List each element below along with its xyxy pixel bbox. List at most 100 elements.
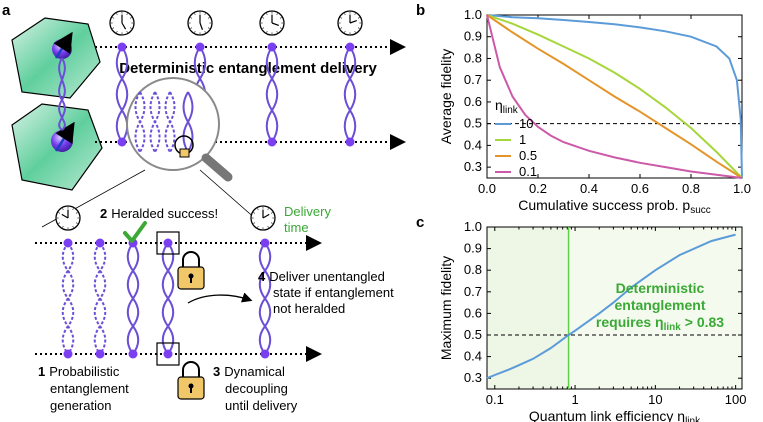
x-tick-label: 1.0 bbox=[733, 181, 751, 196]
step1-line2: entanglement bbox=[50, 381, 129, 396]
threshold-annotation: Deterministic bbox=[616, 280, 705, 296]
clock-tick bbox=[204, 13, 206, 16]
clock-tick bbox=[204, 30, 206, 33]
clock-tick bbox=[75, 222, 78, 224]
node-dot bbox=[345, 42, 355, 52]
x-tick-label: 10 bbox=[648, 392, 662, 407]
clock-tick bbox=[116, 30, 118, 33]
clock-tick bbox=[276, 13, 278, 16]
x-tick-label: 0.8 bbox=[682, 181, 700, 196]
entanglement-strand bbox=[61, 242, 70, 355]
clock-tick bbox=[340, 27, 343, 29]
node-dot bbox=[195, 42, 205, 52]
legend-label: 1 bbox=[519, 132, 526, 147]
x-tick-label: 100 bbox=[725, 392, 747, 407]
magnifier bbox=[41, 77, 266, 228]
clock-tick bbox=[344, 30, 346, 33]
clock-hand bbox=[271, 22, 279, 27]
clock-tick bbox=[116, 13, 118, 16]
crystal-bottom bbox=[11, 103, 103, 191]
y-tick-label: 0.9 bbox=[464, 29, 482, 44]
entanglement-strand bbox=[161, 242, 170, 355]
feasible-region bbox=[568, 227, 742, 389]
x-tick-label: 0.6 bbox=[631, 181, 649, 196]
clock-tick bbox=[354, 30, 356, 33]
series-line-0 bbox=[486, 233, 736, 380]
legend-label: 10 bbox=[519, 116, 533, 131]
node-dot bbox=[117, 137, 127, 147]
clock-tick bbox=[276, 30, 278, 33]
clock-hand bbox=[349, 19, 357, 24]
clock-tick bbox=[357, 27, 360, 29]
delivery-label-2: time bbox=[284, 220, 309, 235]
entanglement-strand bbox=[270, 46, 279, 143]
title-deterministic-delivery: Deterministic entanglement delivery bbox=[119, 60, 377, 77]
y-tick-label: 0.5 bbox=[464, 116, 482, 131]
clock-tick bbox=[340, 17, 343, 19]
plot-frame bbox=[486, 14, 743, 179]
clock-tick bbox=[207, 27, 210, 29]
x-tick-label: 0.4 bbox=[580, 181, 598, 196]
y-tick-label: 1.0 bbox=[464, 7, 482, 22]
clock-tick bbox=[270, 222, 273, 224]
series-line-0.5 bbox=[486, 14, 743, 179]
entanglement-strand bbox=[126, 242, 135, 355]
clock-tick bbox=[257, 208, 259, 211]
memory-box-top bbox=[156, 231, 180, 255]
clock-tick bbox=[58, 212, 61, 214]
clock-tick bbox=[267, 208, 269, 211]
clock-tick bbox=[194, 13, 196, 16]
entanglement-strand bbox=[182, 91, 190, 153]
clock-tick bbox=[354, 13, 356, 16]
y-tick-label: 0.4 bbox=[464, 349, 482, 364]
clock-tick bbox=[194, 30, 196, 33]
clock-tick bbox=[126, 30, 128, 33]
entanglement-strand bbox=[164, 91, 172, 153]
node-dot bbox=[267, 42, 277, 52]
x-axis-label: Cumulative success prob. psucc bbox=[518, 197, 711, 216]
deliver-arrow bbox=[187, 292, 253, 304]
clock-tick bbox=[267, 225, 269, 228]
clock-tick bbox=[190, 27, 193, 29]
panel-a: a Deterministic entanglement delivery bbox=[2, 2, 406, 413]
node-dot bbox=[267, 137, 277, 147]
node-dot bbox=[345, 137, 355, 147]
clock-tick bbox=[112, 17, 115, 19]
x-tick-label: 1 bbox=[571, 392, 578, 407]
node-dot bbox=[260, 238, 270, 248]
clock-tick bbox=[129, 17, 132, 19]
clock-tick bbox=[279, 17, 282, 19]
y-tick-label: 0.5 bbox=[464, 327, 482, 342]
clock-tick bbox=[262, 27, 265, 29]
panel-letter-b: b bbox=[416, 2, 425, 19]
y-tick-label: 0.4 bbox=[464, 137, 482, 152]
clock-tick bbox=[266, 30, 268, 33]
checkmark-icon bbox=[123, 221, 147, 243]
node-dot bbox=[95, 238, 105, 248]
series-line-0.1 bbox=[486, 14, 743, 179]
clock-tick bbox=[72, 208, 74, 211]
y-tick-label: 0.8 bbox=[464, 262, 482, 277]
entanglement-strand bbox=[265, 46, 274, 143]
legend-label: 0.5 bbox=[519, 148, 537, 163]
y-axis-label: Average fidelity bbox=[438, 49, 454, 144]
clock-tick bbox=[58, 222, 61, 224]
y-tick-label: 0.3 bbox=[464, 159, 482, 174]
series-line-10 bbox=[486, 14, 743, 179]
clock-tick bbox=[112, 27, 115, 29]
panel-letter-c: c bbox=[416, 214, 424, 231]
threshold-annotation: entanglement bbox=[614, 297, 705, 313]
step1-line3: generation bbox=[50, 398, 111, 413]
clock-tick bbox=[262, 17, 265, 19]
clock-tick bbox=[344, 13, 346, 16]
node-dot bbox=[63, 349, 73, 359]
clock-tick bbox=[62, 208, 64, 211]
entanglement-strand bbox=[115, 46, 124, 143]
panel-letter-a: a bbox=[2, 2, 11, 19]
